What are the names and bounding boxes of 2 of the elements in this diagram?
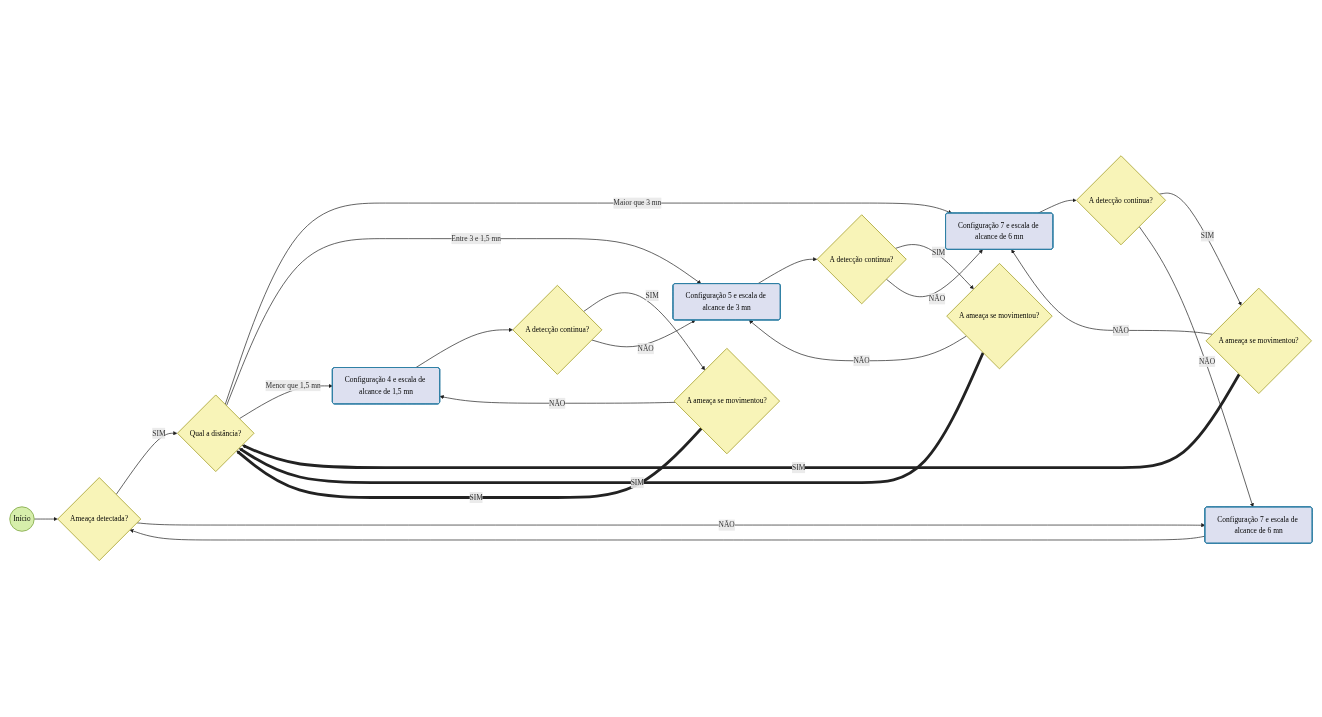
arrow (236, 427, 703, 500)
arrow (241, 373, 1241, 470)
